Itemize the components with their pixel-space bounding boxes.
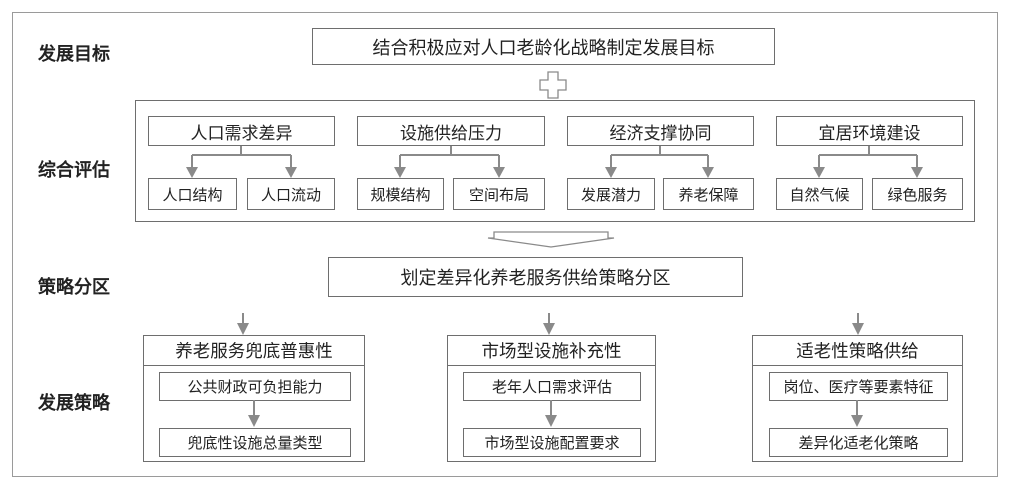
assessment-item-4-1: 自然气候: [776, 178, 863, 210]
assessment-group-header-3: 经济支撑协同: [567, 116, 754, 146]
row-label-strategy: 发展策略: [38, 393, 110, 413]
assessment-group-header-2: 设施供给压力: [357, 116, 545, 146]
strategy-group-header-2: 市场型设施补充性: [448, 336, 655, 366]
strategy-group-3: 适老性策略供给 岗位、医疗等要素特征 差异化适老化策略: [752, 335, 963, 462]
strategy-item-1-1: 公共财政可负担能力: [159, 372, 351, 401]
zoning-box: 划定差异化养老服务供给策略分区: [328, 257, 743, 297]
strategy-group-1: 养老服务兜底普惠性 公共财政可负担能力 兜底性设施总量类型: [143, 335, 365, 462]
strategy-item-2-1: 老年人口需求评估: [463, 372, 641, 401]
strategy-item-3-2: 差异化适老化策略: [769, 428, 948, 457]
goal-box: 结合积极应对人口老龄化战略制定发展目标: [312, 28, 775, 65]
assessment-item-4-2: 绿色服务: [872, 178, 963, 210]
row-label-assessment: 综合评估: [38, 160, 110, 180]
assessment-item-1-1: 人口结构: [148, 178, 237, 210]
diagram-frame: [12, 12, 998, 477]
strategy-item-2-2: 市场型设施配置要求: [463, 428, 641, 457]
assessment-item-1-2: 人口流动: [247, 178, 335, 210]
assessment-item-3-1: 发展潜力: [567, 178, 655, 210]
assessment-item-3-2: 养老保障: [663, 178, 754, 210]
strategy-group-header-3: 适老性策略供给: [753, 336, 962, 366]
row-label-goal: 发展目标: [38, 44, 110, 64]
assessment-item-2-1: 规模结构: [357, 178, 444, 210]
assessment-group-header-4: 宜居环境建设: [776, 116, 963, 146]
strategy-item-1-2: 兜底性设施总量类型: [159, 428, 351, 457]
assessment-item-2-2: 空间布局: [453, 178, 545, 210]
row-label-zoning: 策略分区: [38, 277, 110, 297]
strategy-item-3-1: 岗位、医疗等要素特征: [769, 372, 948, 401]
strategy-group-2: 市场型设施补充性 老年人口需求评估 市场型设施配置要求: [447, 335, 656, 462]
assessment-group-header-1: 人口需求差异: [148, 116, 335, 146]
strategy-group-header-1: 养老服务兜底普惠性: [144, 336, 364, 366]
